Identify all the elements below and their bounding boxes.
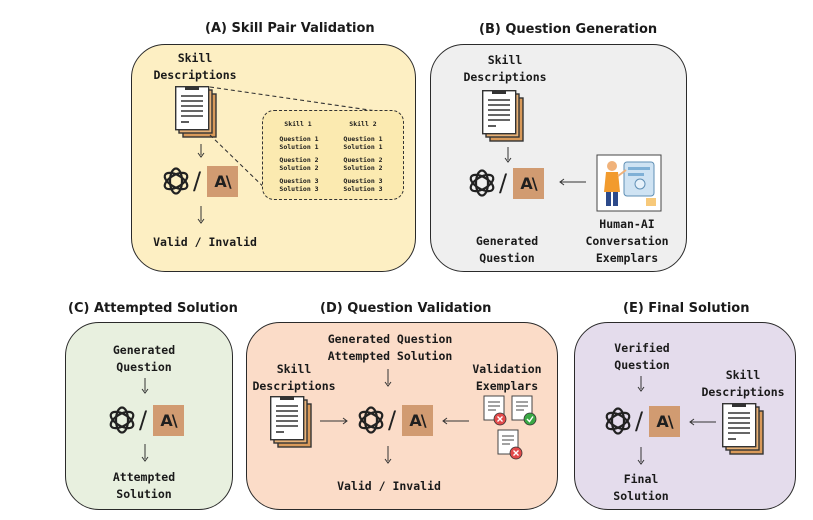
anthropic-icon: A\ [402, 405, 433, 436]
anthropic-icon: A\ [207, 166, 238, 197]
skill2-header: Skill 2 [349, 120, 377, 128]
arrow-left [442, 417, 469, 425]
model-slash: / [139, 406, 148, 434]
panel-c-output-label: Attempted Solution [112, 470, 176, 501]
arrow-down [384, 446, 392, 464]
openai-icon [469, 169, 495, 197]
human-ai-illustration-icon [596, 154, 662, 212]
arrow-down [504, 147, 512, 163]
panel-e-input-label: Verified Question [614, 341, 670, 372]
model-logos: / A\ [355, 404, 435, 438]
panel-b-input-label: Skill Descriptions [463, 53, 547, 84]
panel-d-top-label: Generated Question Attempted Solution [327, 332, 453, 363]
panel-e-title: (E) Final Solution [623, 301, 750, 316]
panel-a-title: (A) Skill Pair Validation [205, 21, 375, 36]
panel-d-title: (D) Question Validation [320, 301, 492, 316]
arrow-right [320, 417, 348, 425]
skill1-header: Skill 1 [284, 120, 312, 128]
panel-b-output-label: Generated Question [475, 234, 539, 265]
anthropic-icon: A\ [649, 406, 680, 437]
model-logos: / A\ [106, 404, 186, 438]
panel-a-output-label: Valid / Invalid [153, 235, 257, 249]
panel-c-title: (C) Attempted Solution [68, 301, 238, 316]
model-logos: / A\ [602, 405, 682, 439]
panel-b-title: (B) Question Generation [479, 22, 658, 37]
openai-icon [605, 407, 631, 435]
arrow-down [197, 144, 205, 158]
model-slash: / [499, 169, 508, 197]
document-icon [722, 403, 764, 455]
validation-exemplar-icon [483, 395, 537, 460]
openai-icon [109, 406, 135, 434]
model-slash: / [635, 407, 644, 435]
arrow-down [637, 376, 645, 392]
openai-icon [163, 167, 189, 195]
panel-d-left-label: Skill Descriptions [252, 362, 336, 393]
panel-a-input-label: Skill Descriptions [153, 51, 237, 82]
arrow-left [559, 178, 586, 186]
anthropic-icon: A\ [153, 405, 184, 436]
arrow-down [637, 447, 645, 465]
model-logos: / A\ [466, 167, 546, 201]
panel-b-exemplar-label: Human-AI Conversation Exemplars [585, 217, 669, 265]
panel-c-input-label: Generated Question [112, 343, 176, 374]
arrow-left [689, 418, 716, 426]
panel-d-output-label: Valid / Invalid [337, 479, 441, 493]
document-icon [175, 86, 217, 138]
openai-icon [358, 406, 384, 434]
model-slash: / [388, 406, 397, 434]
arrow-down [141, 378, 149, 394]
panel-e-output-label: Final Solution [613, 472, 669, 503]
arrow-down [141, 444, 149, 462]
arrow-down [197, 206, 205, 224]
arrow-down [384, 369, 392, 387]
panel-d-right-label: Validation Exemplars [472, 362, 542, 393]
model-logos: / A\ [160, 165, 240, 199]
model-slash: / [193, 167, 202, 195]
panel-e-right-label: Skill Descriptions [701, 368, 785, 399]
document-icon [482, 90, 524, 142]
document-icon [270, 396, 312, 448]
skill-pair-box [262, 110, 404, 200]
panel-c [65, 322, 233, 510]
anthropic-icon: A\ [513, 168, 544, 199]
